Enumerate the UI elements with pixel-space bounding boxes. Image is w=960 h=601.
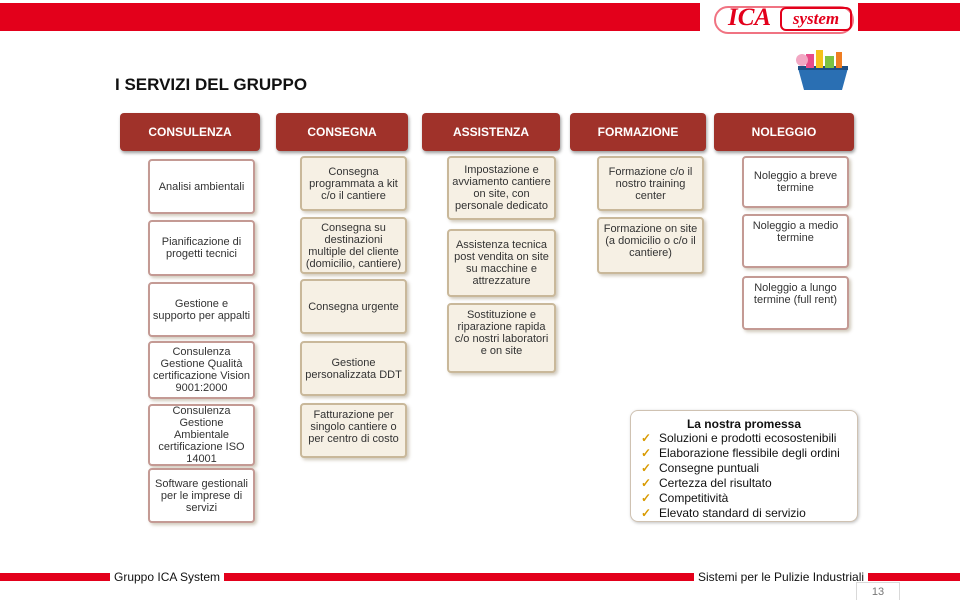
promise-title: La nostra promessa — [686, 417, 802, 431]
consulenza-item-4: Consulenza Gestione Qualità certificazio… — [148, 341, 255, 399]
consegna-item-4: Gestione personalizzata DDT — [300, 341, 407, 396]
top-red-bar-right — [858, 3, 960, 31]
consulenza-item-2: Pianificazione di progetti tecnici — [148, 220, 255, 276]
footer-left-text: Gruppo ICA System — [110, 570, 225, 584]
header-noleggio: NOLEGGIO — [714, 113, 854, 151]
consulenza-item-3: Gestione e supporto per appalti — [148, 282, 255, 337]
consulenza-item-6: Software gestionali per le imprese di se… — [148, 468, 255, 523]
consulenza-item-1: Analisi ambientali — [148, 159, 255, 214]
consegna-item-5: Fatturazione per singolo cantiere o per … — [300, 403, 407, 458]
ica-system-logo: ICA system — [706, 2, 858, 34]
assistenza-item-3: Sostituzione e riparazione rapida c/o no… — [447, 303, 556, 373]
consulenza-item-5: Consulenza Gestione Ambientale certifica… — [148, 404, 255, 466]
consegna-item-1: Consegna programmata a kit c/o il cantie… — [300, 156, 407, 211]
header-consegna: CONSEGNA — [276, 113, 408, 151]
check-icon: ✓ — [641, 431, 652, 445]
promise-item-text: Elevato standard di servizio — [659, 506, 806, 520]
header-assistenza: ASSISTENZA — [422, 113, 560, 151]
promise-item-text: Competitività — [659, 491, 729, 505]
logo-brand-secondary: system — [780, 7, 852, 31]
consegna-item-3: Consegna urgente — [300, 279, 407, 334]
check-icon: ✓ — [641, 461, 652, 475]
logo-brand-primary: ICA — [728, 4, 772, 31]
promise-item: ✓ Consegne puntuali — [641, 461, 840, 476]
page-number: 13 — [856, 582, 900, 600]
noleggio-item-1: Noleggio a breve termine — [742, 156, 849, 208]
check-icon: ✓ — [641, 506, 652, 520]
check-icon: ✓ — [641, 476, 652, 490]
assistenza-item-2: Assistenza tecnica post vendita on site … — [447, 229, 556, 297]
promise-list: ✓ Soluzioni e prodotti ecosostenibili ✓ El… — [641, 431, 840, 521]
promise-item-text: Elaborazione flessibile degli ordini — [659, 446, 840, 460]
promise-item-text: Soluzioni e prodotti ecosostenibili — [659, 431, 837, 445]
header-formazione: FORMAZIONE — [570, 113, 706, 151]
header-consulenza: CONSULENZA — [120, 113, 260, 151]
check-icon: ✓ — [641, 491, 652, 505]
promise-item: ✓ Competitività — [641, 491, 840, 506]
top-red-bar — [0, 3, 700, 31]
promise-item-text: Certezza del risultato — [659, 476, 772, 490]
check-icon: ✓ — [641, 446, 652, 460]
promise-item: ✓ Elevato standard di servizio — [641, 506, 840, 521]
promise-item: ✓ Soluzioni e prodotti ecosostenibili — [641, 431, 840, 446]
promise-item-text: Consegne puntuali — [659, 461, 760, 475]
cleaning-bucket-icon — [796, 50, 848, 90]
formazione-item-1: Formazione c/o il nostro training center — [597, 156, 704, 211]
assistenza-item-1: Impostazione e avviamento cantiere on si… — [447, 156, 556, 220]
footer-red-bar — [0, 573, 960, 581]
promise-item: ✓ Certezza del risultato — [641, 476, 840, 491]
promise-item: ✓ Elaborazione flessibile degli ordini — [641, 446, 840, 461]
consegna-item-2: Consegna su destinazioni multiple del cl… — [300, 217, 407, 274]
footer-right-text: Sistemi per le Pulizie Industriali — [694, 570, 869, 584]
formazione-item-2: Formazione on site (a domicilio o c/o il… — [597, 217, 704, 274]
promise-box: La nostra promessa ✓ Soluzioni e prodotti… — [630, 410, 858, 522]
page-title: I SERVIZI DEL GRUPPO — [115, 75, 308, 94]
noleggio-item-3: Noleggio a lungo termine (full rent) — [742, 276, 849, 330]
noleggio-item-2: Noleggio a medio termine — [742, 214, 849, 268]
